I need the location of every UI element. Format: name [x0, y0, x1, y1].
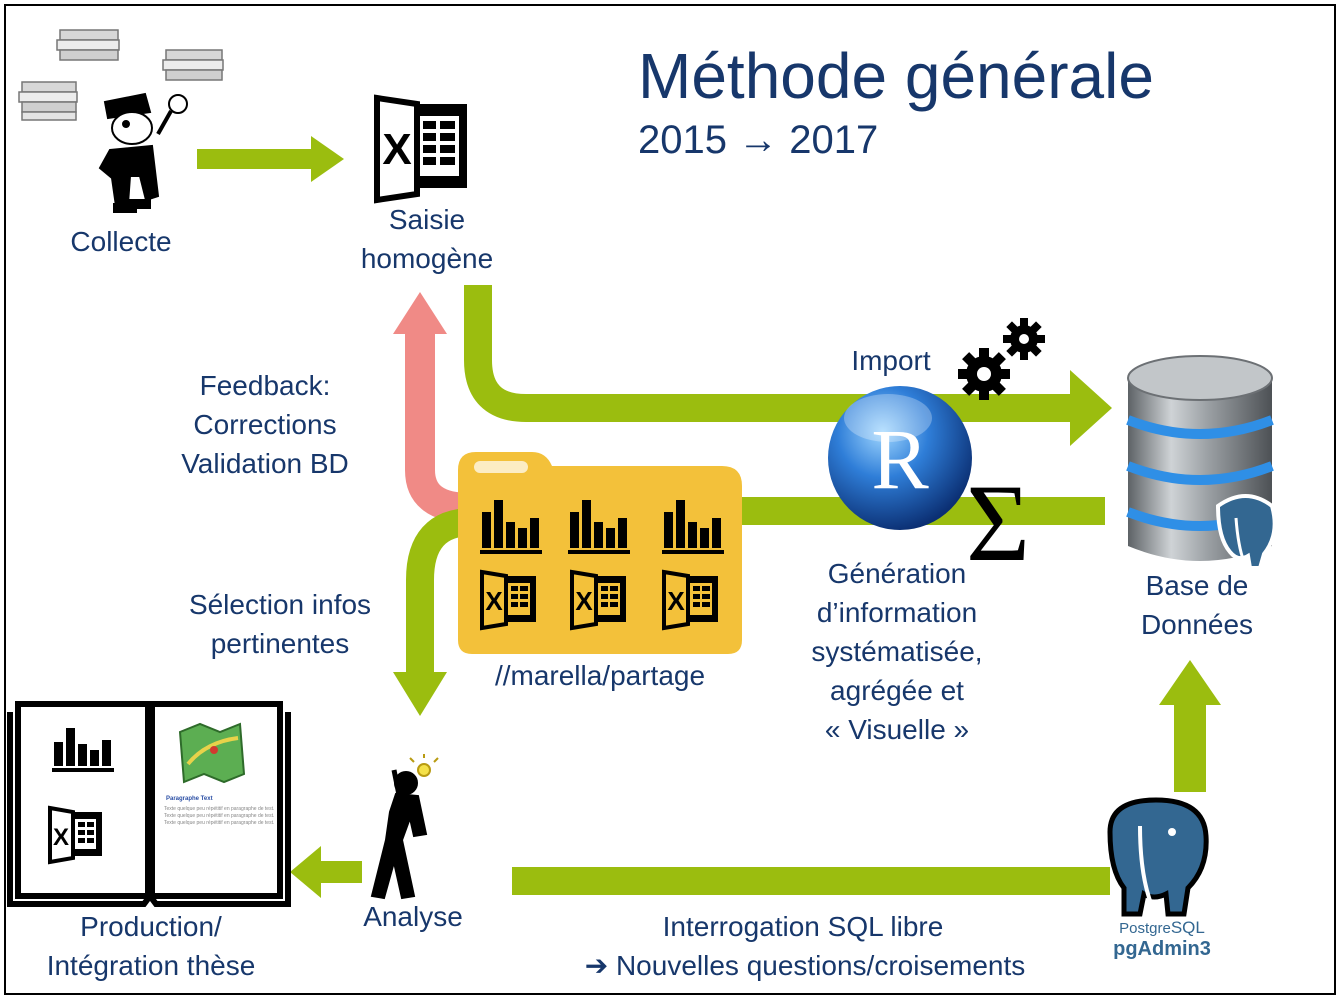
svg-text:R: R	[871, 411, 929, 507]
sql-text: SQL	[1170, 918, 1205, 937]
book-page-body: Texte quelque peu répétitif en paragraph…	[164, 806, 275, 826]
chart-icon	[568, 500, 630, 554]
pgadmin-wordmark: pgAdmin3	[1113, 938, 1211, 960]
folder-excels: X X X	[480, 569, 718, 631]
elephant-icon	[1107, 797, 1209, 917]
pgadmin-logo: PostgreSQL pgAdmin3	[1096, 918, 1228, 959]
book-page-text-box: Texte quelque peu répétitif en paragraph…	[164, 806, 275, 826]
r-logo-icon: R	[828, 386, 972, 530]
label-interrogation-line: ➔ Nouvelles questions/croisements	[584, 950, 1026, 981]
label-saisie-line: homogène	[360, 243, 494, 274]
sigma-symbol: Σ	[966, 462, 1030, 584]
arrow-import-to-database	[464, 285, 1112, 446]
label-generation-line: Génération	[827, 558, 967, 589]
detective-icon	[98, 92, 188, 213]
label-production-line: Intégration thèse	[46, 950, 256, 981]
slide-border	[4, 4, 1336, 995]
slide-title: Méthode générale	[638, 40, 1154, 112]
postgresql-wordmark: PostgreSQL	[1096, 918, 1228, 939]
map-icon	[178, 722, 246, 784]
label-production-line: Production/	[80, 911, 222, 942]
label-selection-line: Sélection infos	[188, 589, 372, 620]
label-base-line: Base de	[1145, 570, 1249, 601]
excel-icon: X	[480, 569, 536, 631]
postgre-text: Postgre	[1119, 920, 1171, 937]
excel-icon: X	[374, 94, 467, 204]
label-feedback-line: Corrections	[193, 409, 337, 440]
excel-icon: X	[48, 805, 102, 865]
label-selection-line: pertinentes	[210, 628, 350, 659]
label-feedback-line: Feedback:	[199, 370, 331, 401]
thinker-icon	[370, 754, 439, 900]
excel-icon: X	[662, 569, 718, 631]
svg-text:X: X	[575, 586, 593, 616]
label-partage: //marella/partage	[494, 660, 706, 691]
label-generation-line: d’information	[816, 597, 978, 628]
excel-icon: X	[570, 569, 626, 631]
label-import: Import	[851, 345, 931, 376]
label-saisie-line: Saisie	[388, 204, 466, 235]
chart-icon	[662, 500, 724, 554]
svg-text:X: X	[382, 125, 411, 174]
books-icon	[18, 29, 224, 121]
label-base-line: Données	[1140, 609, 1254, 640]
svg-text:X: X	[667, 586, 685, 616]
chart-icon	[480, 500, 542, 554]
arrow-analyse-to-production	[290, 846, 362, 898]
elephant-icon	[1215, 494, 1277, 570]
book-page-heading: Paragraphe Text	[166, 796, 213, 802]
arrow-collecte-to-saisie	[197, 136, 344, 182]
label-analyse: Analyse	[363, 901, 463, 932]
svg-text:X: X	[53, 824, 69, 851]
label-collecte: Collecte	[70, 226, 172, 257]
slide-subtitle: 2015 → 2017	[638, 118, 879, 162]
flow-interrogation-bar	[512, 867, 1110, 895]
book-icon: X Paragraphe Text Texte quelque peu répé…	[7, 701, 291, 907]
folder-charts	[480, 500, 724, 554]
label-feedback-line: Validation BD	[181, 448, 349, 479]
arrow-pgadmin-to-database	[1159, 660, 1221, 792]
gears-icon	[958, 318, 1045, 400]
chart-icon	[52, 728, 114, 772]
label-generation-line: systématisée,	[811, 636, 983, 667]
label-generation-line: agrégée et	[830, 675, 964, 706]
svg-text:X: X	[485, 586, 503, 616]
label-interrogation-line: Interrogation SQL libre	[662, 911, 944, 942]
label-generation-line: « Visuelle »	[824, 714, 970, 745]
